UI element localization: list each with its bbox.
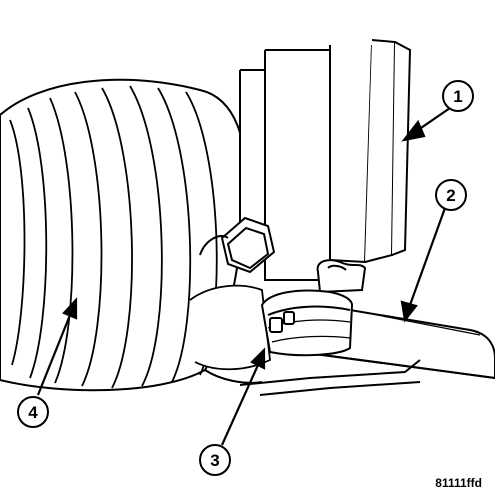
callout-4: 4 <box>17 396 49 428</box>
callout-3-label: 3 <box>210 451 219 470</box>
callout-3: 3 <box>199 444 231 476</box>
figure-reference: 81111ffd <box>435 476 482 490</box>
strut-bracket <box>239 39 412 281</box>
callout-4-label: 4 <box>28 403 38 422</box>
clamp-clip <box>316 259 367 294</box>
callout-2-label: 2 <box>446 186 455 205</box>
boot-clamp <box>260 289 354 357</box>
callout-1: 1 <box>442 80 474 112</box>
cv-boot <box>0 78 271 392</box>
lower-bracket <box>204 359 421 396</box>
leader-lines <box>36 107 451 446</box>
callout-2: 2 <box>435 179 467 211</box>
callout-1-label: 1 <box>453 87 462 106</box>
hex-bolt <box>199 216 276 274</box>
